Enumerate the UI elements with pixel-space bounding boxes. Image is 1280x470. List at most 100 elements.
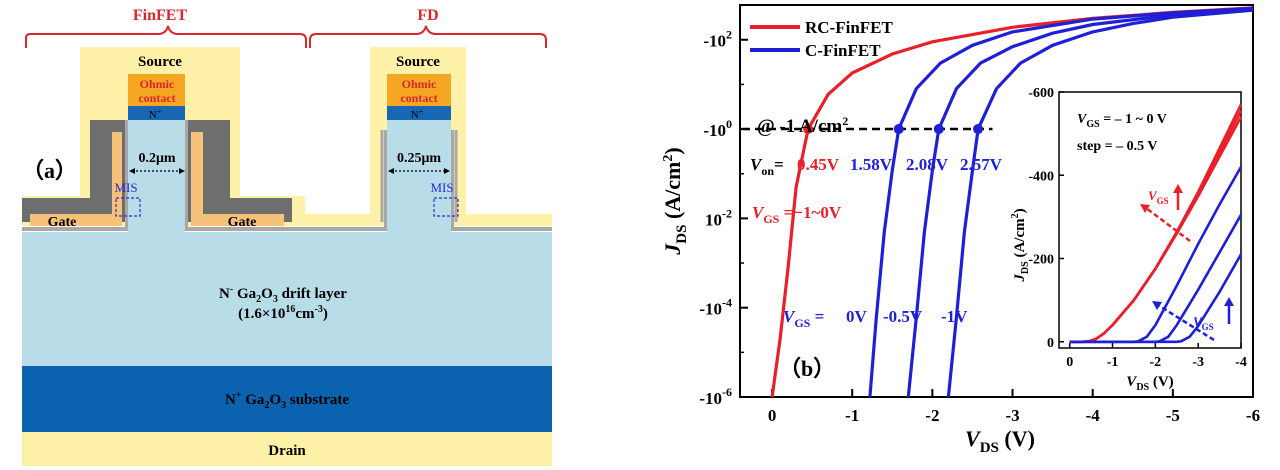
finfet-width-arrowheads (129, 168, 185, 174)
vgs-red-annotation: VGS =−1~0V (752, 203, 842, 226)
inset-x-tick-label: -2 (1150, 355, 1162, 370)
finfet-ohmic-line2: contact (138, 91, 175, 105)
inset-blue-up-arrowhead (1224, 297, 1234, 306)
inset-blue-dashed-arrow (1157, 303, 1215, 342)
y-tick-label: -100 (703, 117, 732, 140)
von-point-1 (893, 124, 904, 135)
fd-mis-box (433, 197, 459, 217)
inset-series-group (1069, 103, 1243, 344)
inset-y-tick-label: -200 (1028, 253, 1054, 268)
x-tick-label: -1 (845, 406, 859, 425)
panel-b-label: （b） (779, 356, 835, 381)
fd-mis-label: MIS (430, 180, 453, 195)
drain-layer (22, 432, 552, 466)
von-points-group (803, 124, 984, 135)
fd-nplus-label: N+ (411, 107, 424, 121)
y-axis-title: JDS (A/cm2) (660, 147, 690, 255)
inset-plot-frame (1058, 91, 1242, 349)
finfet-fin (128, 120, 185, 232)
inset-x-axis-title: VDS (V) (1126, 374, 1173, 393)
fd-ohmic-line1: Ohmic (402, 77, 437, 91)
device-cross-section: FinFET FD (22, 7, 552, 466)
inset-x-tick-label: -1 (1107, 355, 1119, 370)
inset-step: step = – 0.5 V (1077, 139, 1157, 154)
substrate-layer (22, 366, 552, 432)
inset-red-vgs-label: VGS (1148, 188, 1169, 206)
legend-label-rc-finfet: RC-FinFET (805, 18, 894, 37)
fd-ohmic-line2: contact (400, 91, 437, 105)
finfet-gate-contact-right (191, 132, 284, 226)
von-value-c-1v: 2.57V (960, 155, 1003, 174)
finfet-ohmic-line1: Ohmic (140, 77, 175, 91)
finfet-nplus (128, 106, 185, 120)
von-point-3 (973, 124, 984, 135)
von-value-c-0v: 1.58V (850, 155, 893, 174)
vgs-blue-value-0v: 0V (846, 307, 868, 326)
x-tick-label: -2 (925, 406, 939, 425)
inset-background (1059, 92, 1241, 348)
inset-series-line-5 (1069, 253, 1243, 344)
chart-plot-frame (739, 4, 1254, 398)
series-line-2 (906, 7, 1254, 398)
inset-x-tick-label: -3 (1192, 355, 1204, 370)
fd-width-label: 0.25μm (397, 151, 441, 166)
finfet-dielectric (22, 120, 305, 231)
fd-ohmic-contact (387, 74, 451, 106)
finfet-gate-metal-right (188, 120, 292, 222)
x-tick-label: -5 (1166, 406, 1180, 425)
von-point-0 (803, 124, 814, 135)
inset-y-tick-label: 0 (1047, 336, 1054, 351)
inset-y-tick-label: -600 (1028, 86, 1054, 101)
finfet-gate-contact-left (30, 132, 122, 226)
series-line-1 (868, 6, 1254, 398)
finfet-mis-label: MIS (114, 180, 137, 195)
fd-gate-edge (380, 130, 458, 222)
y-tick-label: -102 (703, 28, 732, 51)
jv-linear-inset: 0 -1 -2 -3 -4 -600 -400 -200 0 VGS = – 1 ~ 0 V s… (1010, 86, 1247, 393)
panel-a-label: （a） (22, 158, 77, 183)
chart-series-group (770, 6, 1254, 398)
y-tick-label: -10-6 (699, 385, 732, 408)
ref-current-annotation: @ -1 A/cm2 (757, 114, 848, 137)
x-axis-title: VDS (V) (965, 426, 1035, 456)
inset-y-axis-title: JDS (A/cm2) (1010, 208, 1031, 282)
inset-vgs-range: VGS = – 1 ~ 0 V (1077, 112, 1167, 130)
fd-bracket (309, 25, 547, 48)
von-value-c-05v: 2.08V (906, 155, 949, 174)
x-tick-label: -4 (1086, 406, 1101, 425)
inset-ticks: 0 -1 -2 -3 -4 -600 -400 -200 0 (1028, 86, 1247, 370)
legend-label-c-finfet: C-FinFET (805, 41, 881, 60)
fd-label: FD (417, 7, 438, 24)
inset-red-up-arrowhead (1173, 184, 1183, 193)
x-tick-label: -3 (1005, 406, 1019, 425)
fd-dielectric (305, 130, 552, 231)
finfet-ohmic-contact (128, 74, 185, 106)
fd-fin (387, 120, 451, 232)
inset-y-tick-label: -400 (1028, 169, 1054, 184)
drain-label: Drain (268, 443, 306, 459)
drift-layer-label: N- Ga2O3 drift layer (219, 284, 347, 305)
series-line-3 (946, 8, 1254, 398)
vgs-blue-value-05v: -0.5V (883, 307, 923, 326)
finfet-nplus-label: N+ (149, 107, 162, 121)
vgs-blue-annotation: VGS = (783, 307, 824, 330)
von-point-2 (933, 124, 944, 135)
gate-label-right: Gate (228, 215, 257, 230)
y-tick-label: 10-2 (705, 206, 732, 229)
y-tick-label: -10-4 (699, 296, 732, 319)
inset-red-arrowhead (1140, 204, 1150, 213)
von-value-rc: 0.45V (797, 155, 840, 174)
fd-nplus (387, 106, 451, 120)
finfet-mis-box (115, 197, 141, 217)
finfet-bracket (25, 25, 307, 48)
finfet-width-label: 0.2μm (138, 151, 175, 166)
fd-source-label: Source (396, 54, 440, 70)
inset-x-tick-label: -4 (1235, 355, 1247, 370)
gate-label-left: Gate (48, 215, 77, 230)
inset-red-dashed-arrow (1145, 207, 1191, 242)
inset-x-tick-label: 0 (1066, 355, 1073, 370)
inset-blue-arrowhead (1152, 301, 1162, 310)
finfet-gate-metal-left (22, 120, 125, 222)
